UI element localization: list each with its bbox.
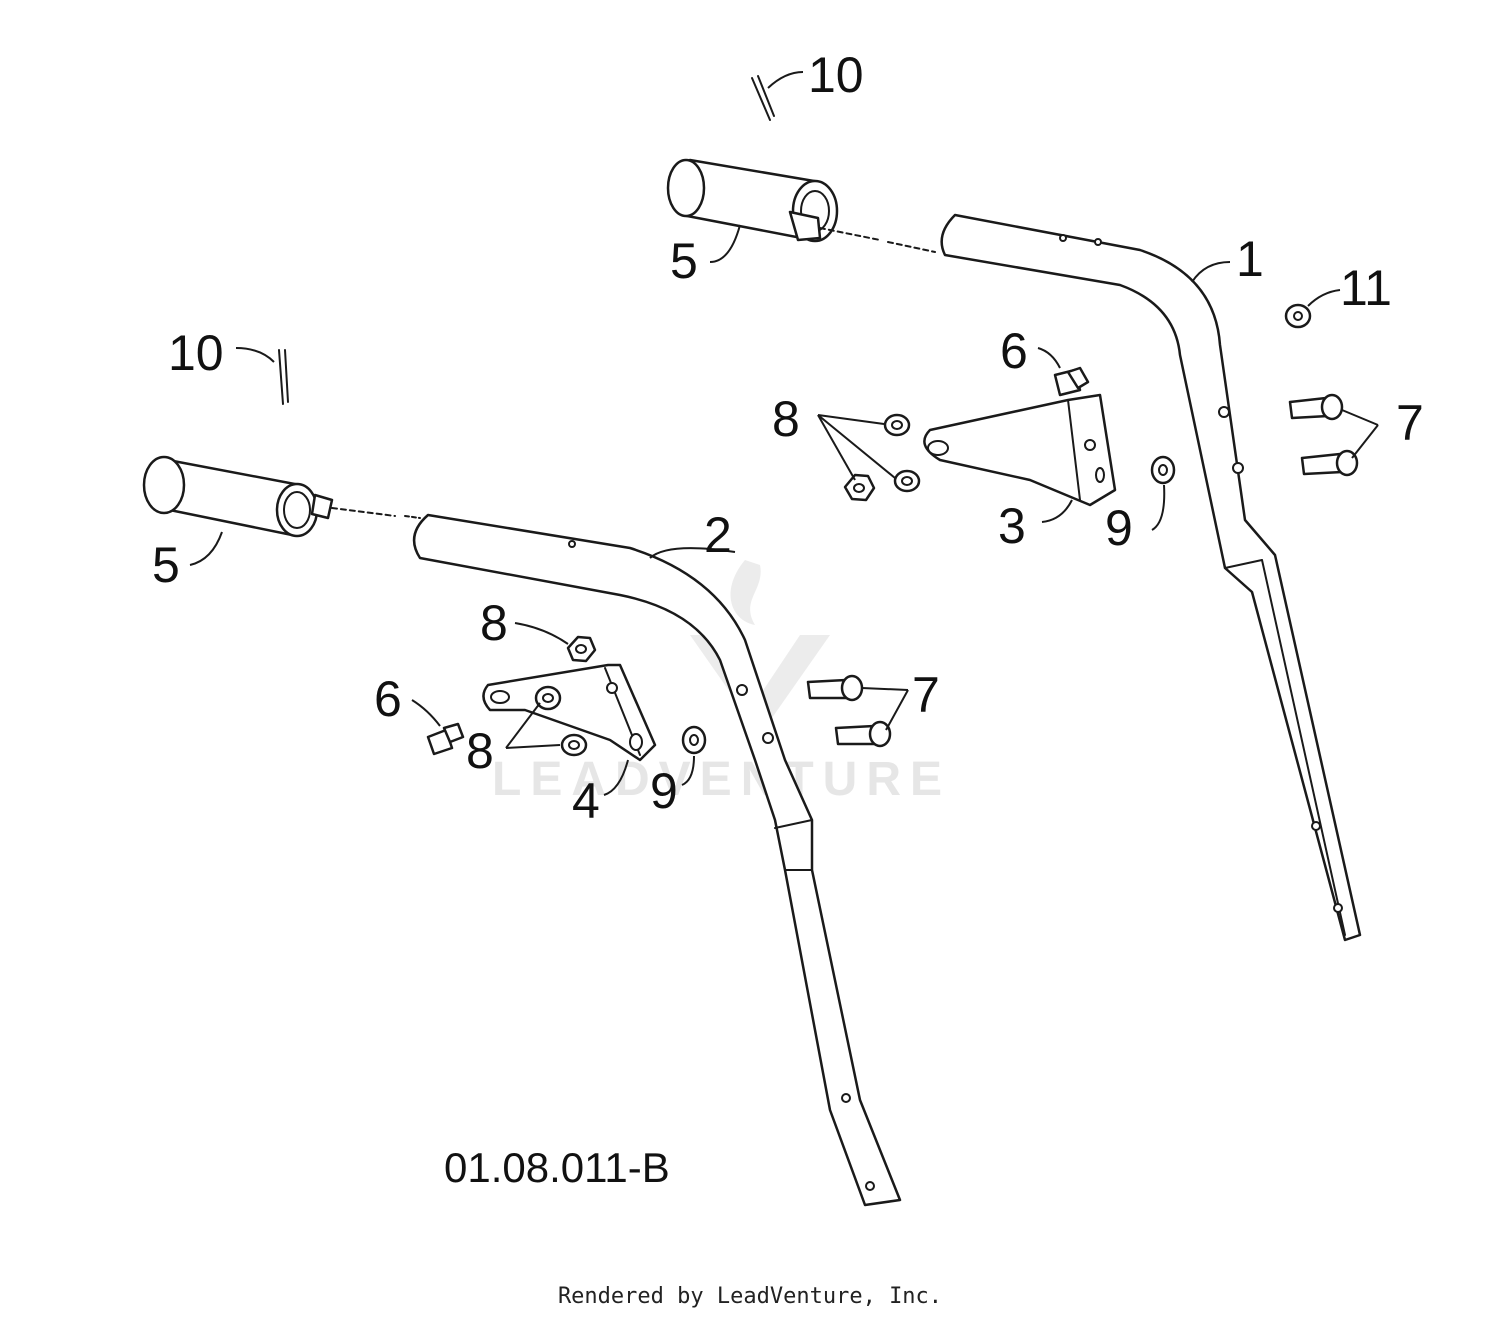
washer-right (1150, 455, 1176, 485)
carriage-bolt-left-1 (806, 674, 864, 702)
mounting-bracket-left (482, 663, 657, 762)
mounting-bracket-right (923, 393, 1117, 507)
nut-right-1 (883, 413, 911, 437)
callout-7-right: 7 (1396, 395, 1424, 451)
handle-grip-left (142, 455, 421, 538)
callout-2: 2 (704, 507, 732, 563)
callout-3: 3 (998, 498, 1026, 554)
nut-right-2 (893, 469, 921, 493)
callout-8-left-bottom: 8 (466, 723, 494, 779)
diagram-code: 01.08.011-B (444, 1144, 670, 1191)
handle-grip-right (666, 158, 936, 253)
nut-left-2 (534, 685, 562, 711)
carriage-bolt-right-1 (1288, 393, 1344, 421)
callout-1: 1 (1236, 231, 1264, 287)
callout-5-right: 5 (670, 233, 698, 289)
leader-lines (189, 71, 1379, 796)
cotter-pin-left (278, 349, 289, 405)
nut-left-3 (560, 733, 588, 757)
handle-tube-right (940, 213, 1362, 942)
callout-4: 4 (572, 773, 600, 829)
leadventure-watermark: LEADVENTURE (492, 560, 951, 806)
callout-6-right: 6 (1000, 323, 1028, 379)
callout-8-left-top: 8 (480, 595, 508, 651)
watermark-text: LEADVENTURE (492, 753, 951, 806)
callout-7-left: 7 (912, 667, 940, 723)
carriage-bolt-right-2 (1300, 449, 1359, 477)
callout-9-left: 9 (650, 763, 678, 819)
callout-6-left: 6 (374, 671, 402, 727)
bolt-left (426, 722, 465, 756)
callout-8-right: 8 (772, 391, 800, 447)
cotter-pin-right (751, 75, 775, 121)
handle-tube-left (412, 513, 902, 1207)
callout-5-left: 5 (152, 537, 180, 593)
nut-right-3 (843, 473, 876, 502)
bolt-right (1053, 366, 1090, 397)
carriage-bolt-left-2 (834, 720, 892, 748)
washer-left (681, 725, 707, 755)
callout-10-left: 10 (168, 325, 224, 381)
callout-10-right: 10 (808, 47, 864, 103)
callout-9-right: 9 (1105, 500, 1133, 556)
nut-left-1 (566, 635, 597, 663)
rivet-11 (1284, 303, 1312, 329)
callout-11: 11 (1340, 260, 1392, 316)
render-credit: Rendered by LeadVenture, Inc. (558, 1284, 942, 1309)
